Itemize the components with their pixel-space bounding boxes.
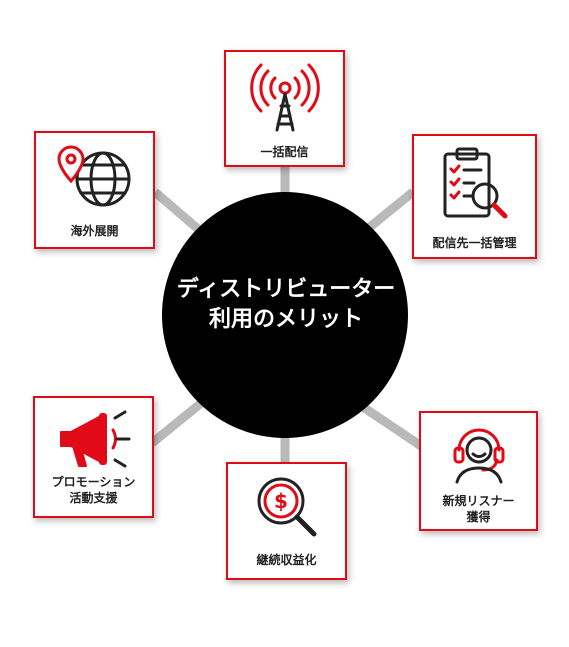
card-destination-management: 配信先一括管理 <box>412 134 537 259</box>
spoke-overseas <box>152 188 208 239</box>
card-label-line2: 獲得 <box>466 510 491 524</box>
clipboard-search-icon <box>414 144 535 224</box>
megaphone-icon <box>35 408 152 470</box>
headset-listener-icon <box>421 420 536 484</box>
card-new-listeners: 新規リスナー 獲得 <box>419 411 538 531</box>
card-label: 配信先一括管理 <box>432 236 517 250</box>
card-overseas: 海外展開 <box>34 131 155 249</box>
svg-text:$: $ <box>274 489 288 513</box>
spoke-promotion <box>149 396 208 447</box>
dollar-magnifier-icon: $ <box>228 474 345 540</box>
card-label: 一括配信 <box>260 145 309 159</box>
card-label: 継続収益化 <box>256 553 317 567</box>
hub-circle <box>162 192 408 438</box>
broadcast-tower-icon <box>226 60 343 132</box>
card-monetization: $ 継続収益化 <box>226 462 347 580</box>
card-promotion: プロモーション 活動支援 <box>33 396 154 518</box>
card-label-line1: プロモーション <box>51 475 136 489</box>
card-label-line2: 活動支援 <box>69 491 118 505</box>
card-label-line1: 新規リスナー <box>442 494 515 508</box>
card-label: プロモーション 活動支援 <box>35 474 152 506</box>
card-label: 海外展開 <box>70 224 119 238</box>
card-bulk-delivery: 一括配信 <box>224 50 345 167</box>
globe-pin-icon <box>36 143 153 209</box>
spoke-new-listeners <box>357 401 430 454</box>
card-label: 新規リスナー 獲得 <box>421 493 536 525</box>
